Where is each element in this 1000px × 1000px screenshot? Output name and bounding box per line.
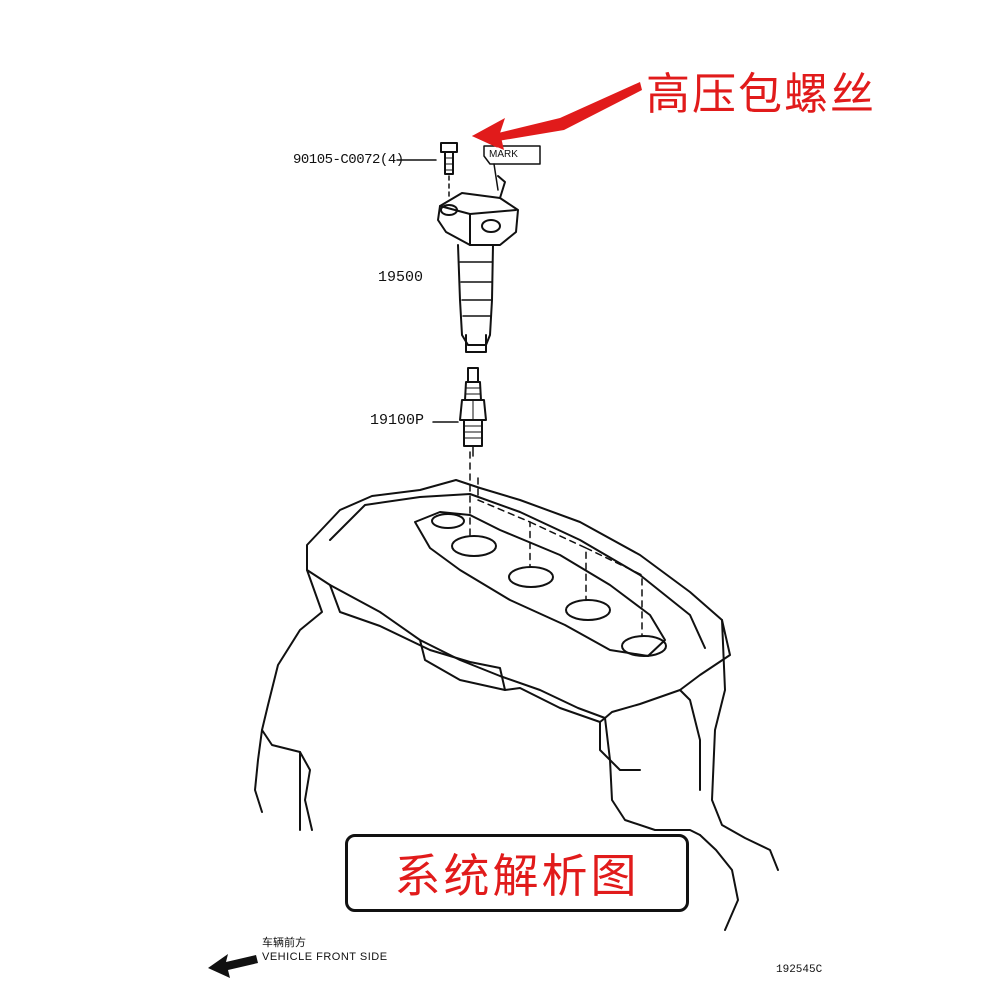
- front-direction-arrow-icon: [208, 954, 258, 978]
- spark-plug-drawing: [432, 367, 487, 457]
- bolt-part-number: 90105-C0072(4): [293, 152, 404, 168]
- plug-holes: [431, 513, 667, 657]
- diagram-title: 系统解析图: [394, 849, 640, 903]
- figure-number: 192545C: [776, 964, 823, 976]
- bolt-drawing: [396, 142, 458, 199]
- vehicle-front-label-cn: 车辆前方: [262, 936, 306, 949]
- title-box: 系统解析图: [345, 834, 689, 912]
- vehicle-front-label: VEHICLE FRONT SIDE: [262, 951, 388, 963]
- arrow-callout-icon: [472, 82, 642, 150]
- spark-plug-part-number: 19100P: [370, 412, 425, 429]
- mark-tag: [483, 145, 541, 191]
- coil-screw-callout: 高压包螺丝: [646, 69, 876, 120]
- dashed-guides: [469, 451, 643, 637]
- engine-head-outline: [254, 479, 779, 931]
- mark-label: MARK: [489, 149, 518, 160]
- ignition-coil-drawing: [437, 175, 519, 353]
- ignition-coil-part-number: 19500: [378, 269, 424, 286]
